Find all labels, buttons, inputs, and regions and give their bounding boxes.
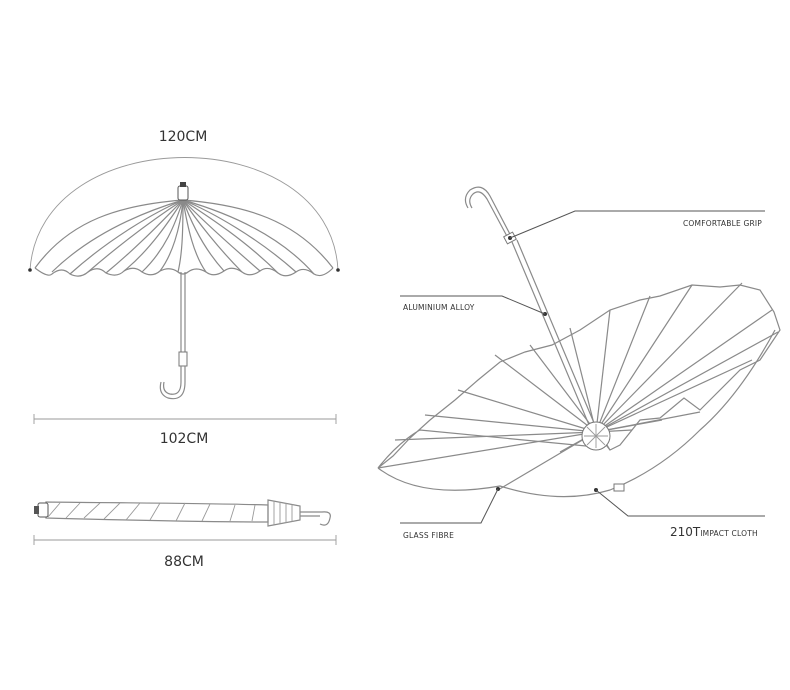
grip-callout-label: COMFORTABLE GRIP [683, 219, 762, 228]
ribs-leader-line [400, 488, 499, 524]
grip-leader-line [509, 210, 765, 239]
shaft-callout-label: ALUMINIUM ALLOY [403, 303, 475, 312]
folded-length-dimension [33, 535, 337, 545]
open-length-dimension [33, 414, 337, 424]
open-umbrella-side-view: 120CM 102 [28, 126, 340, 447]
fabric-thread-count: 210T [670, 525, 701, 539]
fabric-leader-line [595, 489, 765, 517]
open-length-label: 102CM [160, 431, 209, 447]
fabric-callout-label: 210TIMPACT CLOTH [670, 525, 758, 539]
ribs-callout-label: GLASS FIBRE [403, 531, 454, 540]
shaft-leader-line [400, 295, 546, 315]
fabric-name: IMPACT CLOTH [700, 529, 758, 538]
umbrella-underside-view: COMFORTABLE GRIP ALUMINIUM ALLOY GLASS F… [377, 186, 781, 540]
folded-length-label: 88CM [164, 554, 204, 570]
canopy-width-label: 120CM [159, 129, 208, 145]
folded-umbrella: 88CM [33, 499, 337, 570]
